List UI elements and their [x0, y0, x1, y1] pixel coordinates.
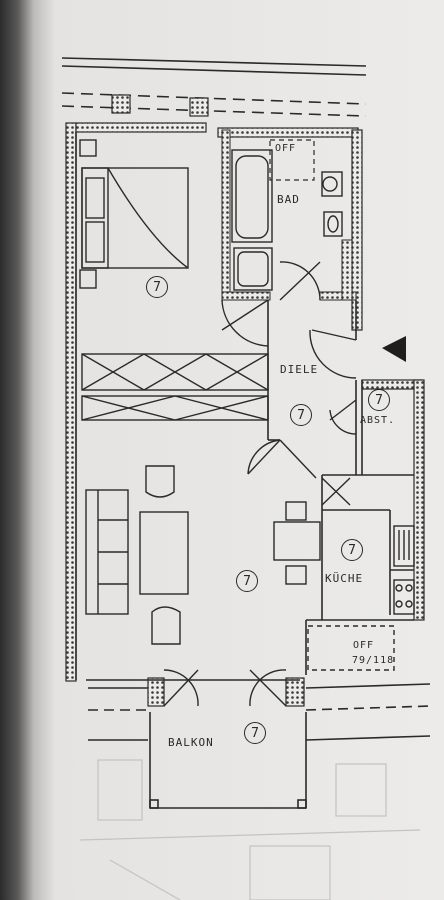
marker-kitchen: 7 — [341, 539, 363, 561]
bathroom-walls — [221, 129, 357, 301]
room-label-kitchen: KÜCHE — [325, 572, 364, 585]
interior-walls — [75, 132, 414, 681]
kitchen-off-label: OFF — [353, 640, 375, 651]
entrance-arrow — [382, 336, 406, 362]
faded-lower-plan — [79, 759, 421, 900]
window-size-label: 79/118 — [352, 655, 395, 666]
room-label-bath: BAD — [277, 193, 300, 206]
balcony-outline — [88, 683, 431, 809]
toilet — [321, 171, 343, 237]
marker-balcony: 7 — [244, 722, 266, 744]
marker-hall: 7 — [290, 404, 312, 426]
doors — [163, 261, 357, 707]
sofa — [85, 465, 189, 645]
room-label-storage: ABST. — [360, 415, 396, 426]
marker-storage: 7 — [368, 389, 390, 411]
room-label-hall: DIELE — [280, 363, 319, 376]
bath-off-label: OFF — [275, 143, 297, 154]
marker-living: 7 — [236, 570, 258, 592]
wardrobe — [81, 353, 269, 421]
kitchen-fixtures — [307, 477, 415, 671]
exterior-walls — [65, 94, 425, 707]
dining-table — [273, 501, 321, 585]
roof-lines — [61, 57, 367, 117]
bed — [79, 139, 189, 289]
bathtub — [231, 149, 273, 291]
room-label-balcony: BALKON — [168, 736, 214, 749]
marker-bedroom: 7 — [146, 276, 168, 298]
